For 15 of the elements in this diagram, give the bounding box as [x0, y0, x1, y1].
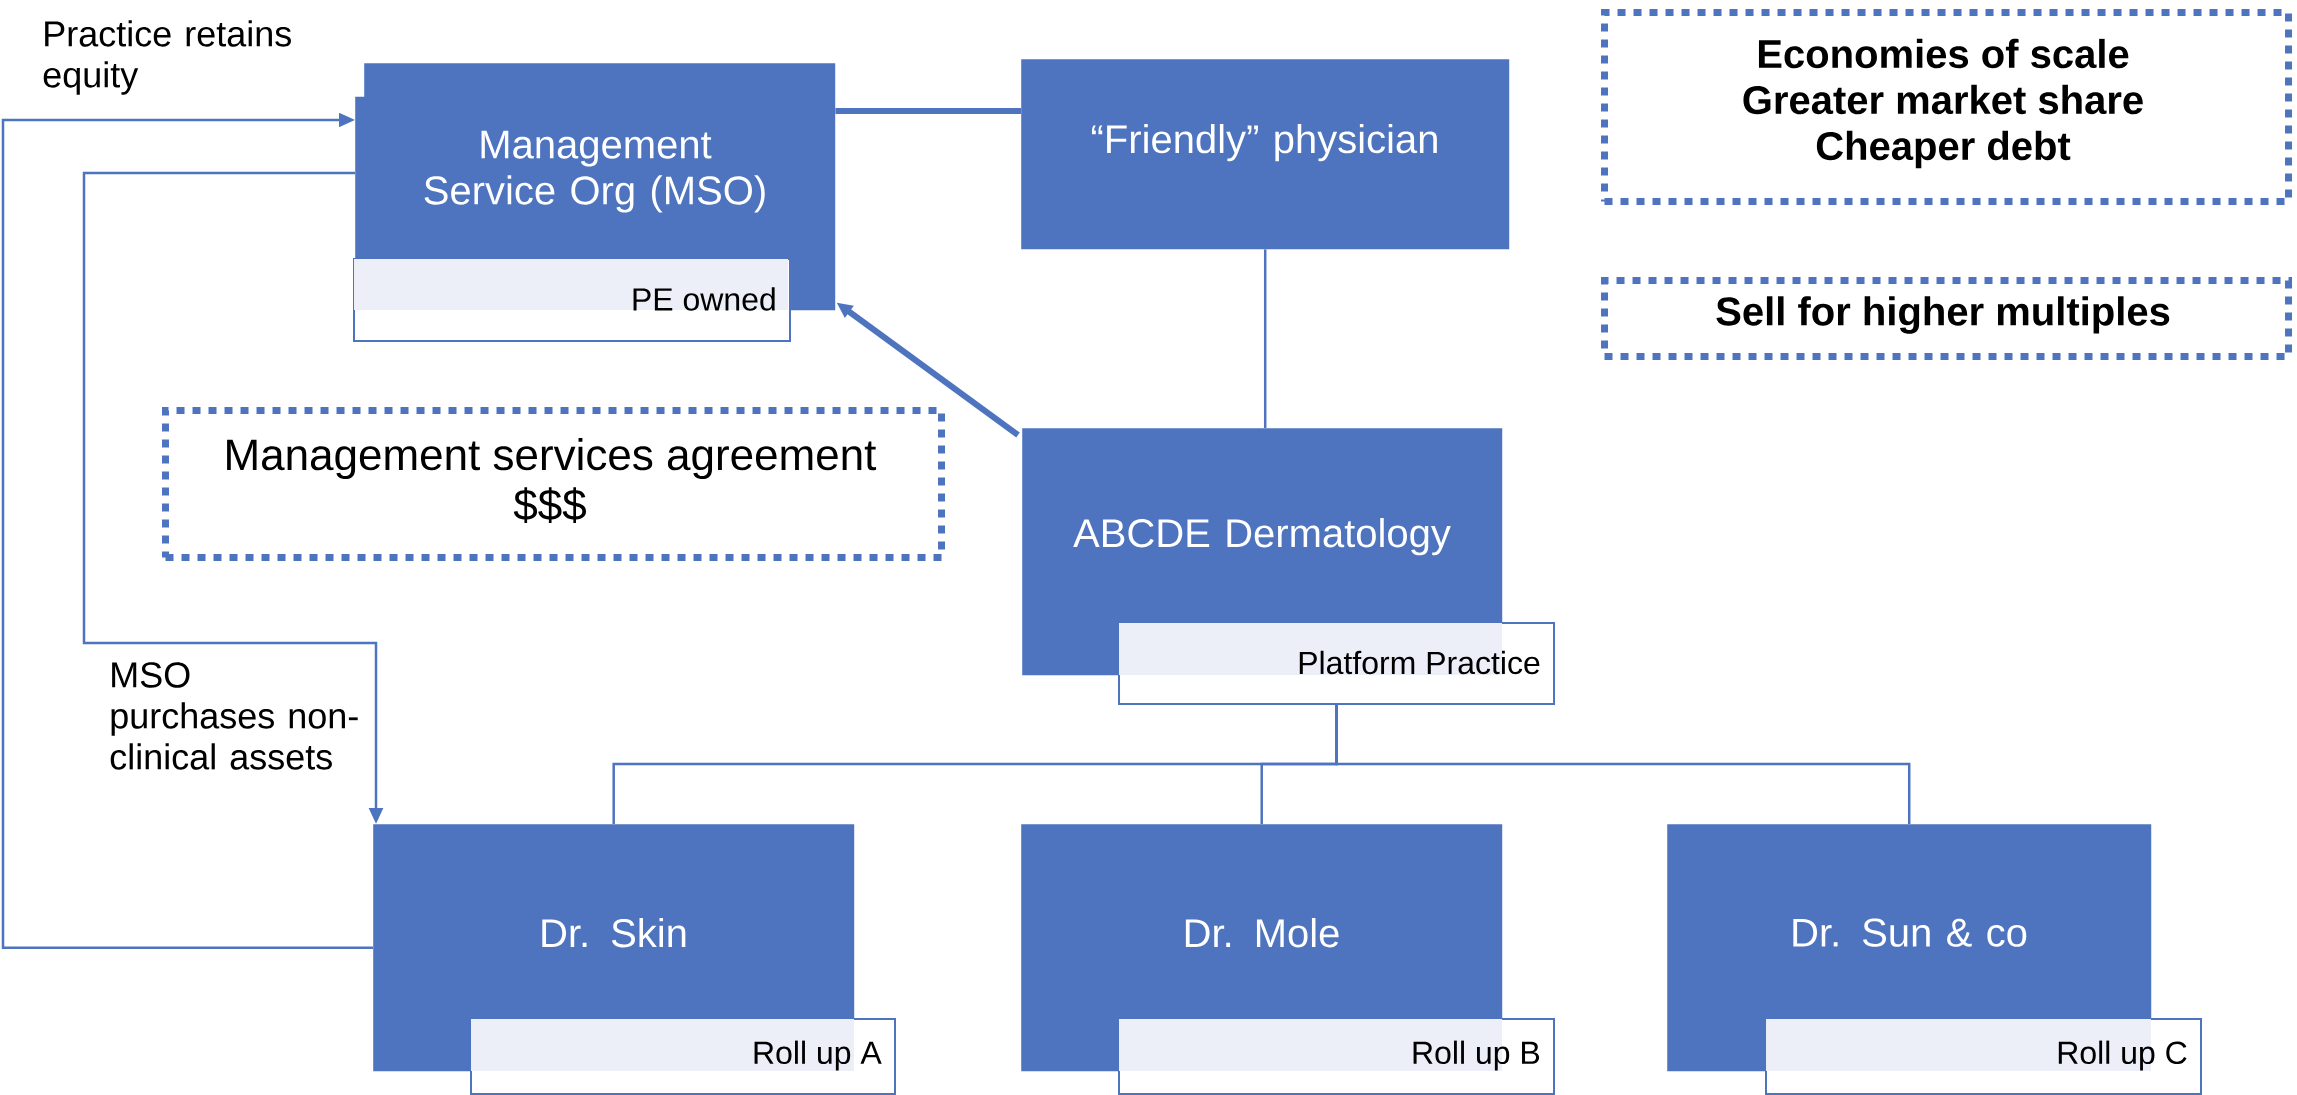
connector-line: [835, 108, 1021, 114]
edge-label: MSO purchases non-clinical assets: [107, 660, 372, 772]
sub-label-box: Roll up C: [1765, 1018, 2203, 1095]
sub-label-box: Roll up A: [470, 1018, 896, 1095]
sub-label-box: PE owned: [353, 258, 791, 342]
process-box: “Friendly” physician: [1021, 59, 1510, 250]
sub-label-box: Platform Practice: [1118, 622, 1555, 705]
sub-label-box: Roll up B: [1118, 1018, 1555, 1095]
note-box: Economies of scale Greater market share Cheaper debt: [1601, 9, 2293, 205]
note-box: Management services agreement $$$: [162, 407, 945, 561]
connector-line: [1263, 249, 1267, 428]
edge-label: Practice retains equity: [40, 18, 365, 97]
connector-line: [1335, 705, 1911, 824]
note-box: Sell for higher multiples: [1601, 277, 2293, 360]
arrow: [1, 112, 373, 949]
